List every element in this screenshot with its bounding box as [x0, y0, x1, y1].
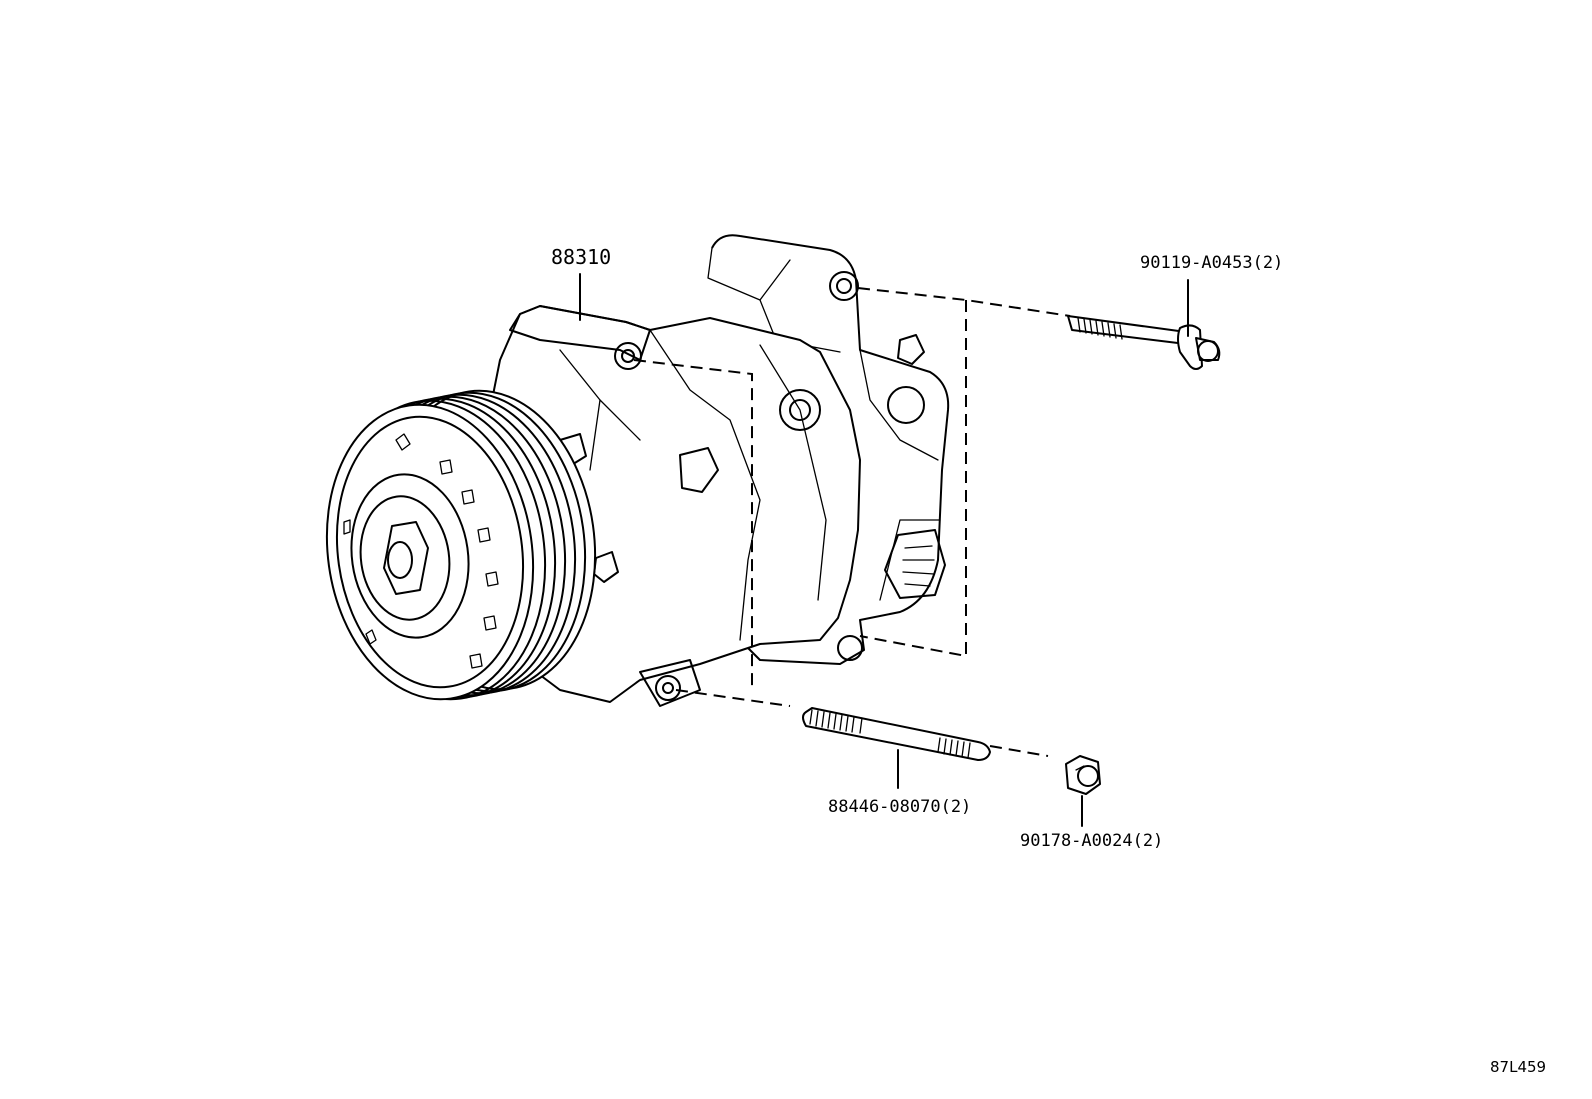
label-90178-a0024: 90178-A0024(2): [1020, 831, 1163, 851]
pulley: [325, 389, 597, 701]
label-88310: 88310: [551, 245, 611, 269]
assembly-dashes: [633, 287, 1071, 757]
compressor-88310[interactable]: [308, 234, 950, 713]
diagram-code: 87L459: [1490, 1058, 1546, 1076]
label-88446-08070: 88446-08070(2): [828, 797, 971, 817]
label-90119-a0453: 90119-A0453(2): [1140, 253, 1283, 273]
bolt-90119-a0453[interactable]: [1067, 315, 1221, 370]
nut-90178-a0024[interactable]: [1065, 755, 1101, 795]
stud-88446-08070[interactable]: [802, 707, 991, 761]
